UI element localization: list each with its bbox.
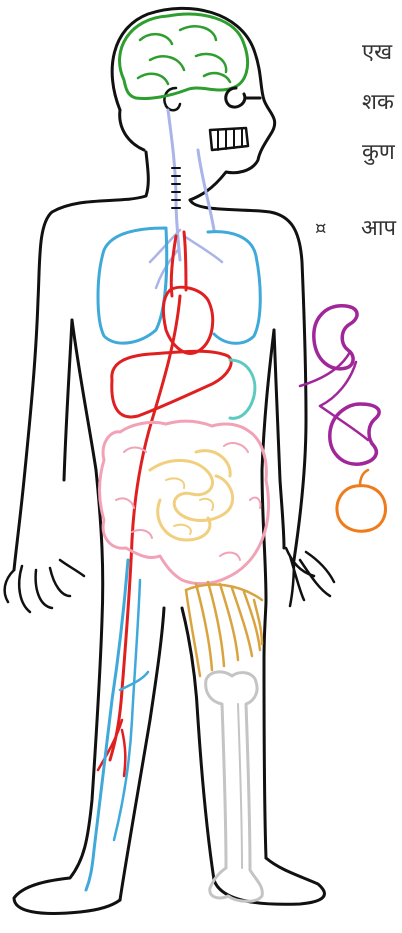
- liver-drawing: [112, 351, 231, 417]
- kidneys-drawing: [300, 306, 379, 464]
- small-intestine-drawing: [150, 451, 233, 540]
- muscle-drawing: [186, 582, 262, 676]
- bladder-drawing: [337, 470, 385, 531]
- brain-drawing: [120, 14, 248, 98]
- stomach-drawing: [230, 360, 255, 418]
- bones-drawing: [206, 672, 263, 901]
- face-features: [210, 88, 260, 150]
- large-intestine-drawing: [100, 421, 269, 583]
